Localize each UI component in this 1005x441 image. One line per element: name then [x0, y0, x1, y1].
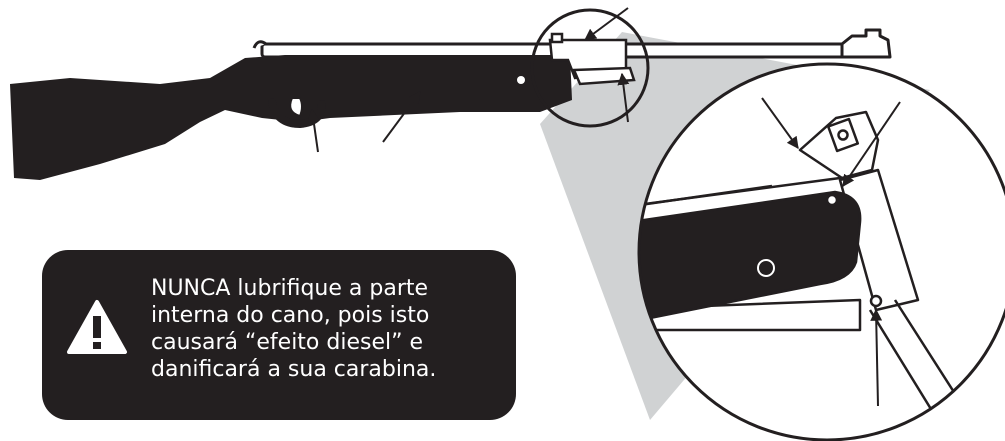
trigger — [289, 97, 303, 118]
trigger-guard — [268, 98, 326, 129]
warning-line-2: interna do cano, pois isto — [151, 303, 430, 328]
magnified-action — [639, 110, 977, 440]
rifle-stock — [10, 55, 572, 180]
warning-box: NUNCA lubrifique a parte interna do cano… — [42, 250, 516, 420]
warning-triangle-icon — [67, 300, 127, 354]
warning-line-3: causará “efeito diesel” e — [151, 330, 424, 355]
warning-line-1: NUNCA lubrifique a parte — [151, 276, 429, 301]
warning-line-4: danificará a sua carabina. — [151, 357, 437, 382]
detail-arrows — [761, 97, 901, 407]
detail-circle-small — [530, 8, 650, 128]
warning-message: NUNCA lubrifique a parte interna do cano… — [151, 275, 501, 383]
stock-screw — [517, 76, 525, 84]
overview-arrows — [307, 7, 630, 153]
